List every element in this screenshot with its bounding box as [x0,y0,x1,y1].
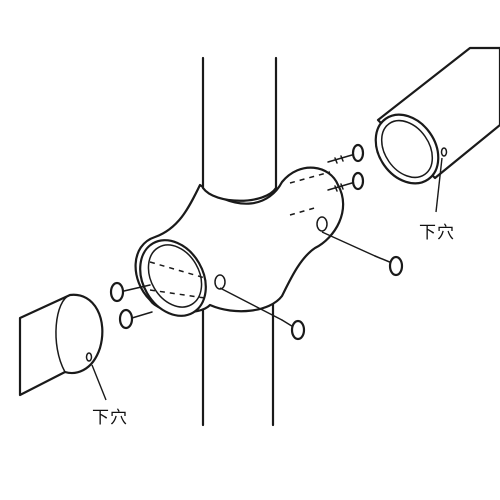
vertical-pipe-lower [201,298,275,427]
leader-line-left [91,364,107,401]
vertical-pipe-upper [201,56,278,202]
four-way-joint [134,166,345,317]
joint-screw-hole-right [316,216,328,232]
screw-upper-right-2 [327,171,365,192]
pilot-hole-label-right: 下穴 [419,223,455,243]
leader-line-right [435,157,443,213]
pilot-hole-left [85,352,93,362]
screw-left-2 [118,308,153,330]
screw-left-1 [109,281,151,303]
pilot-hole-right [440,147,448,157]
hidden-line [289,206,319,216]
left-horizontal-pipe [18,293,104,397]
hidden-line [289,171,331,184]
joint-screw-hole-front [214,274,226,290]
screw-right-lower [321,231,404,277]
screw-upper-right-1 [327,143,365,164]
right-horizontal-pipe [374,46,500,185]
screw-front-lower [219,287,306,341]
pilot-hole-label-left: 下穴 [92,408,128,428]
